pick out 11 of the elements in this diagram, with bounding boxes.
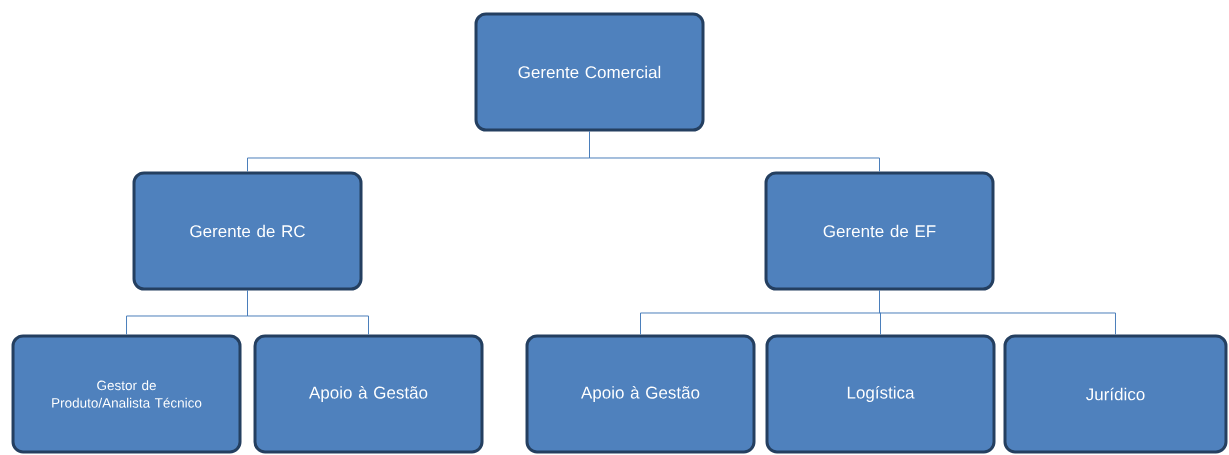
org-box: Gestor de Produto/Analista Técnico <box>11 334 242 454</box>
connector-line <box>879 290 1116 335</box>
connector-line <box>589 131 880 172</box>
org-box: Apoio à Gestão <box>525 334 756 454</box>
org-box: Gerente de RC <box>132 171 363 291</box>
org-box: Logística <box>765 334 996 454</box>
org-box: Jurídico <box>1003 334 1228 454</box>
connector-line <box>247 290 369 335</box>
org-box: Apoio à Gestão <box>253 334 484 454</box>
org-box: Gerente de EF <box>764 171 995 291</box>
org-box: Gerente Comercial <box>474 12 705 132</box>
